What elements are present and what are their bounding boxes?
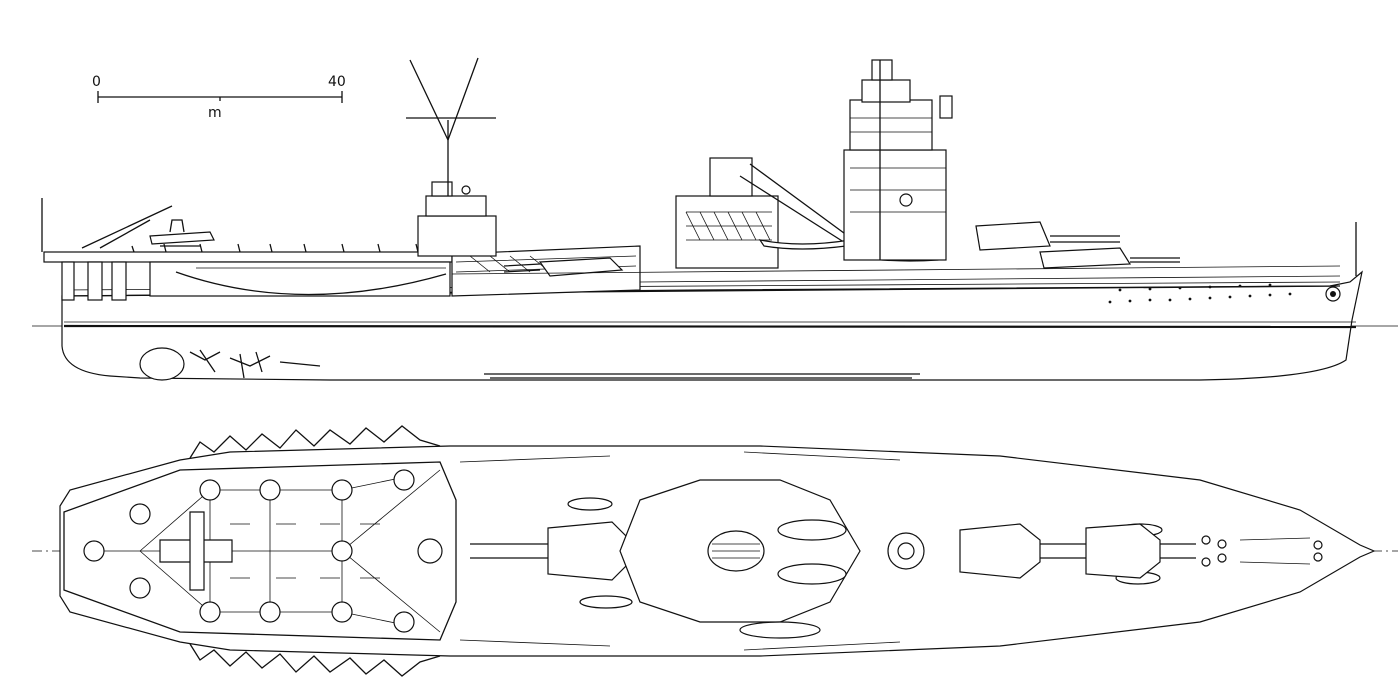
deck-turntables <box>83 469 443 633</box>
aft-superstructure <box>406 57 497 257</box>
aft-flight-deck <box>41 198 453 301</box>
scale-bar: 0 40 m <box>92 74 346 121</box>
plan-view <box>32 425 1398 677</box>
floatplane <box>149 219 215 247</box>
side-elevation <box>32 57 1398 381</box>
scale-start-label: 0 <box>92 74 101 90</box>
scuttle-row <box>1108 283 1292 304</box>
scale-unit-label: m <box>208 105 222 121</box>
forecastle-fittings <box>1201 535 1323 567</box>
plan-superstructure <box>619 479 925 623</box>
rudder-propellers <box>139 347 321 381</box>
midship-superstructure <box>675 157 851 269</box>
forward-turrets <box>975 221 1180 269</box>
anchor-icon <box>1325 286 1341 302</box>
scale-end-label: 40 <box>328 74 346 90</box>
pagoda-mast <box>843 59 953 261</box>
plan-turrets-forward <box>959 523 1196 579</box>
floatplane-plan <box>159 511 233 591</box>
